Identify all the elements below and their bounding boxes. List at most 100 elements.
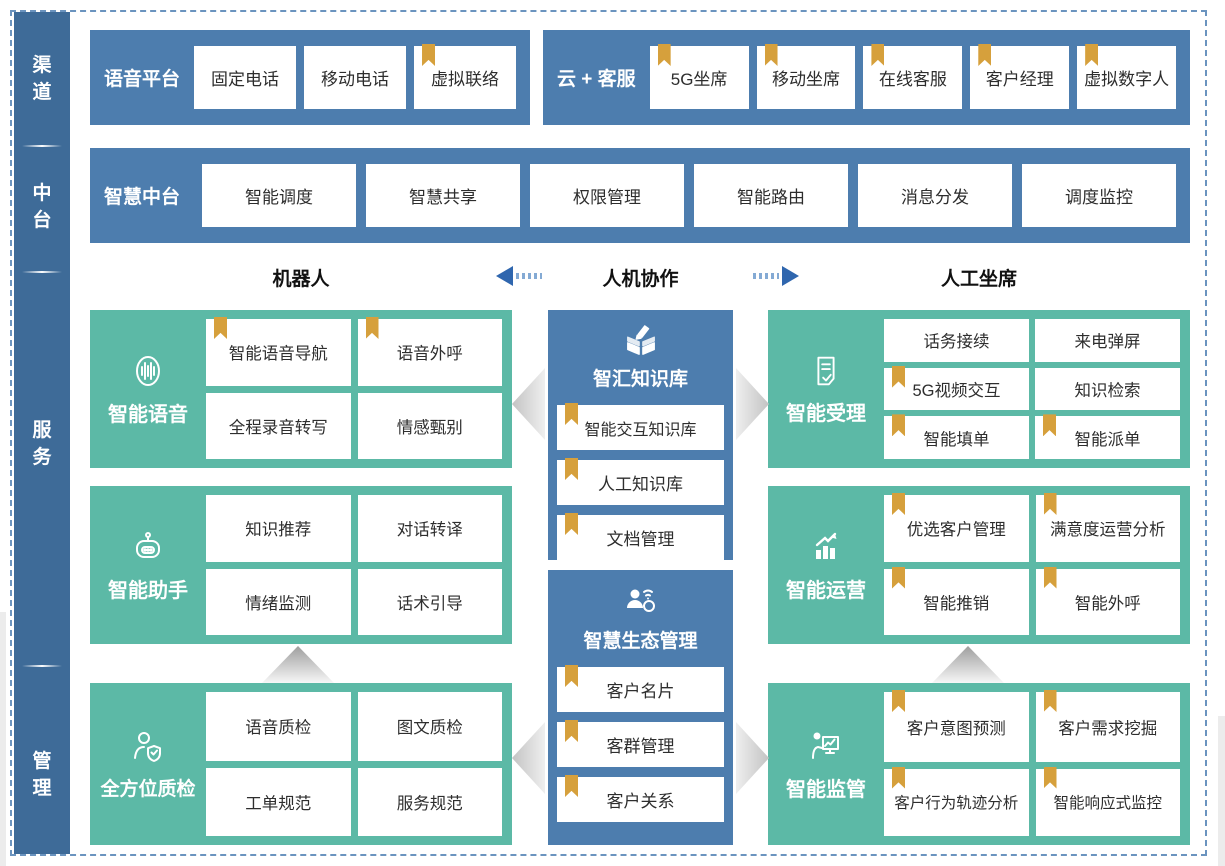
bookmark-icon bbox=[892, 766, 905, 789]
section-smart-acceptance: 智能受理 话务接续 来电弹屏 5G视频交互 知识检索 智能填单 智能派单 bbox=[768, 310, 1190, 468]
section-title: 智能运营 bbox=[786, 580, 866, 602]
layer-label-management: 管理 bbox=[32, 751, 52, 799]
node-label: 智能填单 bbox=[923, 430, 990, 449]
node-label: 语音外呼 bbox=[396, 345, 463, 364]
node-5g-seat: 5G坐席 bbox=[649, 44, 749, 109]
section-knowledge-base: 智汇知识库 智能交互知识库 人工知识库 文档管理 bbox=[548, 310, 733, 560]
document-check-icon bbox=[807, 352, 845, 390]
node-knowledge-recommend: 知识推荐 bbox=[206, 495, 351, 562]
node-image-text-qc: 图文质检 bbox=[357, 692, 502, 761]
node-voice-outbound: 语音外呼 bbox=[357, 317, 502, 386]
section-title: 智能助手 bbox=[108, 580, 188, 602]
node-customer-group-mgmt: 客群管理 bbox=[557, 720, 724, 767]
node-5g-video: 5G视频交互 bbox=[884, 365, 1029, 411]
node-caller-popup: 来电弹屏 bbox=[1035, 319, 1180, 362]
node-smart-dispatch: 智能调度 bbox=[202, 164, 357, 227]
bookmark-icon bbox=[1043, 766, 1057, 789]
node-label: 图文质检 bbox=[396, 719, 463, 738]
node-call-connection: 话务接续 bbox=[884, 319, 1029, 362]
node-label: 移动电话 bbox=[321, 70, 390, 89]
panel-smart-middle: 智慧中台 智能调度 智慧共享 权限管理 智能路由 消息分发 调度监控 bbox=[90, 148, 1190, 243]
node-label: 移动坐席 bbox=[771, 70, 840, 89]
node-online-service: 在线客服 bbox=[863, 44, 963, 109]
node-label: 在线客服 bbox=[878, 70, 947, 89]
node-label: 话术引导 bbox=[396, 594, 463, 613]
node-ticket-standard: 工单规范 bbox=[206, 767, 351, 836]
bookmark-icon bbox=[214, 317, 227, 339]
node-label: 对话转译 bbox=[396, 521, 463, 540]
node-label: 智能响应式监控 bbox=[1053, 795, 1162, 813]
node-mobile-phone: 移动电话 bbox=[304, 46, 407, 109]
bookmark-icon bbox=[365, 317, 379, 339]
bookmark-icon bbox=[871, 44, 885, 66]
node-voice-navigation: 智能语音导航 bbox=[206, 317, 351, 386]
bookmark-icon bbox=[1043, 414, 1056, 437]
node-label: 智能推销 bbox=[923, 594, 990, 613]
panel-voice-platform: 语音平台 固定电话 移动电话 虚拟联络 bbox=[90, 30, 530, 125]
layer-label-service: 服务 bbox=[32, 420, 52, 468]
node-label: 工单规范 bbox=[245, 794, 312, 813]
section-smart-operation: 智能运营 优选客户管理 满意度运营分析 智能推销 智能外呼 bbox=[768, 486, 1190, 644]
node-satisfaction-analysis: 满意度运营分析 bbox=[1035, 493, 1180, 562]
node-voice-qc: 语音质检 bbox=[206, 692, 351, 761]
node-label: 智能路由 bbox=[737, 188, 806, 207]
bookmark-icon bbox=[565, 513, 578, 535]
node-script-guidance: 话术引导 bbox=[357, 568, 502, 635]
node-label: 5G坐席 bbox=[670, 70, 728, 89]
node-label: 虚拟联络 bbox=[431, 70, 500, 89]
section-quality-check: 全方位质检 语音质检 图文质检 工单规范 服务规范 bbox=[90, 683, 512, 845]
layer-label-channel: 渠道 bbox=[32, 55, 52, 103]
section-smart-supervision: 智能监管 客户意图预测 客户需求挖掘 客户行为轨迹分析 智能响应式监控 bbox=[768, 683, 1190, 845]
robot-icon bbox=[128, 527, 168, 567]
sidebar-divider bbox=[22, 145, 62, 147]
node-label: 智能语音导航 bbox=[228, 345, 328, 364]
bookmark-icon bbox=[892, 493, 905, 515]
node-label: 虚拟数字人 bbox=[1084, 70, 1170, 89]
section-title: 智能受理 bbox=[786, 403, 866, 425]
node-fixed-phone: 固定电话 bbox=[194, 46, 297, 109]
node-label: 客户行为轨迹分析 bbox=[894, 795, 1019, 813]
header-collaboration: 人机协作 bbox=[602, 269, 679, 290]
node-label: 优选客户管理 bbox=[906, 521, 1006, 540]
person-wifi-icon bbox=[621, 584, 661, 620]
bookmark-icon bbox=[892, 365, 905, 388]
node-mood-monitoring: 情绪监测 bbox=[206, 568, 351, 635]
page-edge-right bbox=[1218, 716, 1225, 866]
node-smart-outbound: 智能外呼 bbox=[1035, 566, 1180, 635]
chart-growth-icon bbox=[806, 527, 846, 567]
sidebar-divider bbox=[22, 271, 62, 273]
node-smart-routing: 智能路由 bbox=[694, 164, 849, 227]
node-document-mgmt: 文档管理 bbox=[557, 513, 724, 560]
node-dispatch-monitor: 调度监控 bbox=[1022, 164, 1177, 227]
node-behavior-trajectory: 客户行为轨迹分析 bbox=[884, 766, 1029, 836]
node-label: 调度监控 bbox=[1065, 188, 1134, 207]
diagram-dashed-border bbox=[10, 10, 1207, 856]
node-label: 客群管理 bbox=[606, 737, 675, 756]
node-label: 文档管理 bbox=[606, 530, 675, 549]
node-customer-card: 客户名片 bbox=[557, 665, 724, 712]
book-pen-icon bbox=[622, 324, 660, 358]
bookmark-icon bbox=[978, 44, 992, 66]
node-customer-relations: 客户关系 bbox=[557, 775, 724, 822]
node-message-distribution: 消息分发 bbox=[858, 164, 1013, 227]
inspector-shield-icon bbox=[128, 727, 168, 767]
section-title: 智能监管 bbox=[786, 779, 866, 801]
layer-sidebar: 渠道 中台 服务 管理 bbox=[14, 12, 70, 854]
sidebar-divider bbox=[22, 665, 62, 667]
bookmark-icon bbox=[764, 44, 778, 66]
node-label: 知识检索 bbox=[1074, 381, 1141, 400]
node-label: 话务接续 bbox=[923, 333, 990, 352]
bookmark-icon bbox=[657, 44, 671, 66]
presenter-chart-icon bbox=[806, 726, 846, 766]
header-human-agent: 人工坐席 bbox=[940, 269, 1017, 290]
bookmark-icon bbox=[892, 690, 905, 712]
node-intent-prediction: 客户意图预测 bbox=[884, 690, 1029, 762]
node-interactive-kb: 智能交互知识库 bbox=[557, 403, 724, 450]
node-virtual-human: 虚拟数字人 bbox=[1077, 44, 1177, 109]
bookmark-icon bbox=[1043, 493, 1057, 515]
node-account-manager: 客户经理 bbox=[970, 44, 1070, 109]
bookmark-icon bbox=[892, 414, 905, 437]
node-service-standard: 服务规范 bbox=[357, 767, 502, 836]
node-label: 固定电话 bbox=[211, 70, 280, 89]
bookmark-icon bbox=[565, 665, 578, 687]
